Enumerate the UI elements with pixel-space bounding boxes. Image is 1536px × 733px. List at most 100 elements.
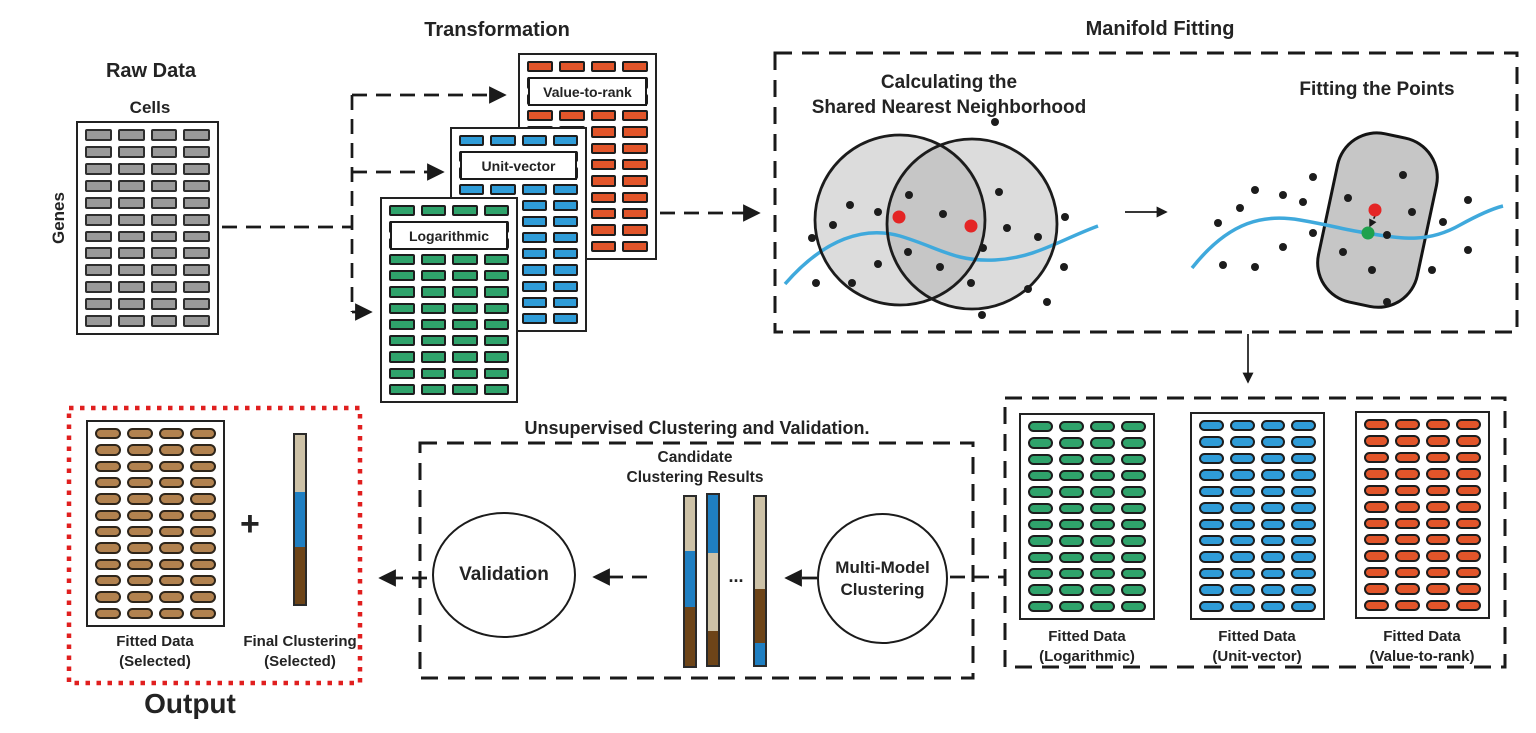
matrix-cell — [1059, 584, 1084, 596]
matrix-cell — [490, 183, 516, 195]
matrix-cell — [117, 264, 145, 277]
snn-circle-right-fill — [887, 139, 1057, 309]
matrix-cell — [1229, 502, 1255, 514]
matrix-cell — [1260, 567, 1286, 580]
fitting-points-caption: Fitting the Points — [1299, 79, 1455, 100]
matrix-cell — [483, 270, 509, 282]
fitted-value-to-rank-cells — [1357, 413, 1488, 617]
matrix-cell — [521, 264, 547, 276]
output-title: Output — [144, 688, 236, 719]
matrix-cell — [1260, 502, 1286, 514]
matrix-cell — [1229, 452, 1255, 465]
matrix-cell — [1090, 453, 1115, 465]
matrix-cell — [1090, 535, 1115, 547]
matrix-cell — [590, 240, 617, 252]
bar-segment — [295, 491, 305, 547]
snn-circle-right-stroke — [885, 137, 1059, 311]
matrix-cell — [190, 525, 216, 538]
bar-segment — [685, 606, 695, 666]
matrix-cell — [1456, 484, 1481, 497]
matrix-cell — [552, 135, 578, 147]
matrix-cell — [1028, 518, 1053, 531]
matrix-cell — [389, 351, 415, 363]
matrix-cell — [1291, 485, 1316, 498]
matrix-cell — [1199, 436, 1224, 448]
matrix-cell — [1028, 600, 1053, 612]
matrix-cell — [1028, 453, 1053, 465]
matrix-cell — [1121, 437, 1146, 449]
matrix-cell — [1456, 517, 1481, 529]
matrix-cell — [158, 607, 185, 619]
matrix-cell — [1456, 566, 1481, 579]
bar-segment — [755, 589, 765, 644]
fitting-projection-arrow — [1369, 215, 1377, 228]
candidate-results-label: Candidate Clustering Results — [627, 448, 764, 489]
matrix-cell — [1291, 600, 1316, 612]
matrix-cell — [1199, 600, 1224, 612]
matrix-cell — [420, 286, 446, 298]
matrix-cell — [158, 591, 185, 603]
matrix-cell — [521, 199, 547, 211]
matrix-cell — [1364, 419, 1389, 431]
matrix-cell — [126, 591, 153, 603]
value-to-rank-label: Value-to-rank — [528, 77, 647, 106]
matrix-cell — [183, 213, 210, 226]
matrix-cell — [420, 351, 446, 363]
matrix-cell — [521, 215, 547, 227]
fitting-manifold-curve — [1190, 204, 1504, 270]
matrix-cell — [95, 558, 121, 570]
matrix-cell — [1121, 469, 1146, 482]
candidate-results-line1: Candidate — [657, 449, 733, 466]
matrix-cell — [1260, 600, 1286, 612]
matrix-cell — [150, 298, 178, 311]
validation-ellipse: Validation — [432, 512, 576, 638]
matrix-cell — [1456, 599, 1481, 611]
matrix-cell — [590, 142, 617, 154]
matrix-cell — [85, 230, 112, 243]
matrix-cell — [1291, 502, 1316, 514]
matrix-cell — [150, 281, 178, 294]
matrix-cell — [117, 179, 145, 192]
matrix-cell — [95, 542, 121, 554]
matrix-cell — [1425, 451, 1451, 464]
matrix-cell — [1199, 469, 1224, 481]
matrix-cell — [117, 145, 145, 158]
matrix-cell — [1291, 551, 1316, 563]
matrix-cell — [1090, 437, 1115, 449]
matrix-cell — [1229, 485, 1255, 498]
matrix-cell — [183, 230, 210, 243]
matrix-cell — [483, 383, 509, 395]
matrix-cell — [117, 247, 145, 260]
matrix-cell — [85, 298, 112, 311]
raw-data-cells — [78, 123, 217, 333]
matrix-cell — [521, 183, 547, 195]
matrix-cell — [95, 428, 121, 440]
matrix-cell — [552, 199, 578, 211]
snn-caption-line1: Calculating the — [880, 72, 1018, 93]
matrix-cell — [1028, 551, 1053, 563]
matrix-cell — [459, 135, 485, 147]
validation-label: Validation — [459, 564, 549, 586]
matrix-cell — [1121, 518, 1146, 531]
matrix-cell — [483, 351, 509, 363]
matrix-cell — [552, 232, 578, 244]
matrix-cell — [452, 383, 478, 395]
matrix-cell — [1199, 452, 1224, 465]
matrix-cell — [158, 558, 185, 570]
matrix-cell — [521, 135, 547, 147]
matrix-cell — [1394, 501, 1420, 513]
matrix-cell — [420, 253, 446, 265]
matrix-cell — [1090, 567, 1115, 580]
fitted-unit-vector-cells — [1192, 414, 1323, 618]
matrix-cell — [126, 509, 153, 521]
matrix-cell — [183, 162, 210, 175]
matrix-cell — [1364, 501, 1389, 513]
fitting-points-illustration — [1190, 131, 1504, 309]
matrix-cell — [622, 207, 648, 220]
matrix-cell — [126, 525, 153, 538]
transformation-title: Transformation — [424, 19, 570, 41]
matrix-cell — [1394, 419, 1420, 431]
multimodel-line2: Clustering — [840, 579, 925, 599]
matrix-cell — [420, 335, 446, 347]
matrix-cell — [483, 205, 509, 217]
